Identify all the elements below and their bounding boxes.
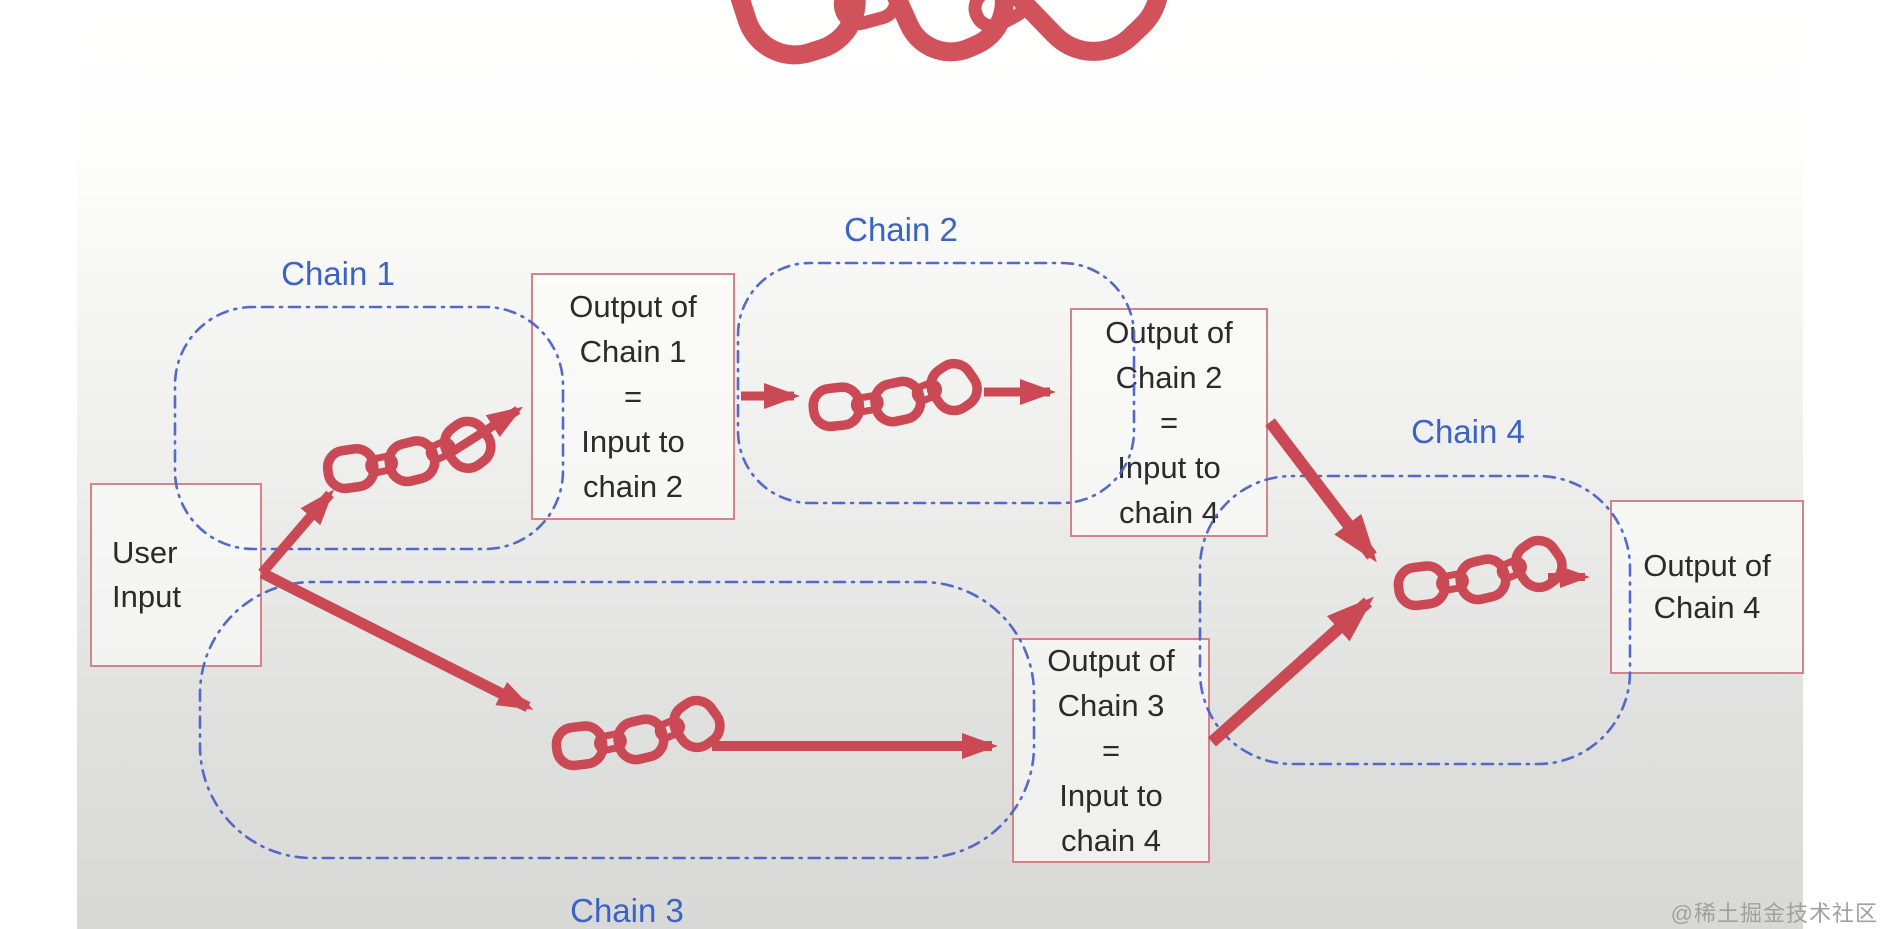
output-chain1-node: Output of Chain 1 = Input to chain 2	[531, 273, 735, 520]
chain2-label: Chain 2	[844, 211, 958, 248]
output-chain3-line2: Chain 3	[1057, 688, 1165, 723]
chain3-label: Chain 3	[570, 892, 684, 929]
output-chain3-line4: Input to	[1059, 778, 1163, 813]
output-chain3-line1: Output of	[1047, 643, 1175, 678]
output-chain1-line1: Output of	[569, 289, 697, 324]
watermark: @稀土掘金技术社区	[1670, 901, 1878, 926]
output-chain4-line1: Output of	[1643, 548, 1771, 583]
output-chain1-line2: Chain 1	[579, 334, 687, 369]
user-input-line2: Input	[112, 579, 181, 614]
output-chain2-line2: Chain 2	[1115, 360, 1223, 395]
output-chain1-line5: chain 2	[583, 469, 683, 504]
output-chain3-node: Output of Chain 3 = Input to chain 4	[1012, 638, 1210, 863]
slide-background	[77, 0, 1803, 929]
chain1-label: Chain 1	[281, 255, 395, 292]
output-chain4-node: Output of Chain 4	[1610, 500, 1804, 674]
output-chain2-line4: Input to	[1117, 450, 1221, 485]
user-input-line1: User	[112, 535, 178, 570]
output-chain3-line5: chain 4	[1061, 823, 1161, 858]
output-chain3-equals: =	[1101, 733, 1121, 768]
output-chain2-line1: Output of	[1105, 315, 1233, 350]
user-input-node: User Input	[90, 483, 262, 667]
output-chain4-line2: Chain 4	[1653, 590, 1761, 625]
output-chain1-equals: =	[623, 379, 643, 414]
output-chain1-line4: Input to	[581, 424, 685, 459]
output-chain2-node: Output of Chain 2 = Input to chain 4	[1070, 308, 1268, 537]
output-chain2-equals: =	[1159, 405, 1179, 440]
chain4-label: Chain 4	[1411, 413, 1525, 450]
output-chain2-line5: chain 4	[1119, 495, 1219, 530]
